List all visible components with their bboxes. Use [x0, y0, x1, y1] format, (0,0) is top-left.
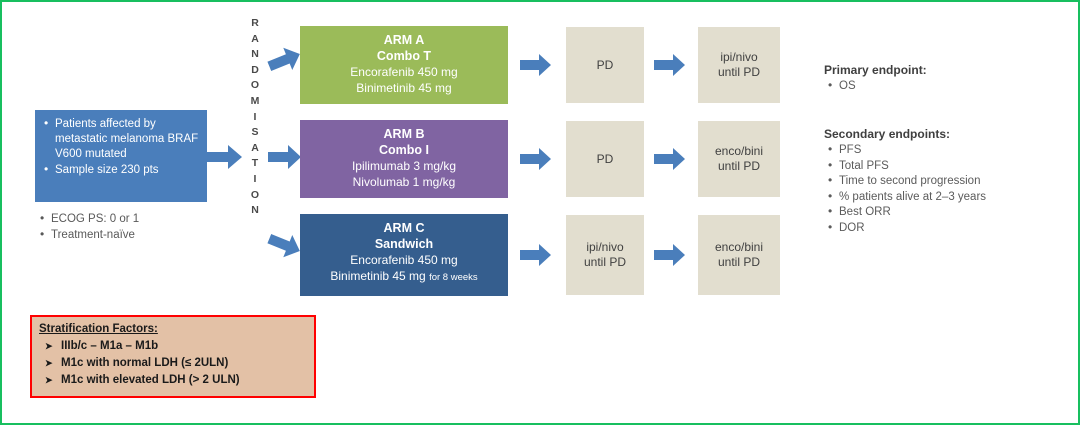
criteria-item: Treatment-naïve	[40, 226, 225, 243]
secondary-endpoint-item: DOR	[828, 220, 1064, 237]
rand-letter: R	[251, 17, 259, 29]
arm-c-drug-2-line: Binimetinib 45 mg for 8 weeks	[300, 268, 508, 286]
treatment-arm-c: ARM C Sandwich Encorafenib 450 mg Binime…	[300, 214, 508, 296]
arrow-arm-b-to-stage-1	[520, 147, 552, 171]
stratification-factors-box: Stratification Factors: IIIb/c – M1a – M…	[30, 315, 316, 398]
criteria-list: ECOG PS: 0 or 1 Treatment-naïve	[35, 210, 225, 243]
arrow-arm-c-to-stage-1	[520, 243, 552, 267]
rand-letter: M	[250, 94, 260, 107]
primary-endpoint-list: OS	[824, 78, 1064, 95]
patient-population-box: Patients affected by metastatic melanoma…	[35, 110, 207, 202]
stage-1-arm-c-line-2: until PD	[583, 255, 627, 269]
rand-letter: A	[251, 141, 259, 154]
primary-endpoint-section: Primary endpoint: OS	[824, 62, 1064, 95]
secondary-endpoint-item: % patients alive at 2–3 years	[828, 189, 1064, 206]
secondary-endpoint-item: Time to second progression	[828, 173, 1064, 190]
stage-1-arm-c: ipi/nivo until PD	[566, 215, 644, 295]
arrow-randomisation-to-arm-b	[268, 144, 302, 170]
secondary-endpoint-item: PFS	[828, 142, 1064, 159]
stage-2-arm-c-line-1: enco/bini	[714, 240, 764, 254]
stage-2-arm-c-block: enco/bini until PD	[715, 240, 763, 270]
stage-1-arm-c-line-1: ipi/nivo	[586, 240, 624, 254]
rand-letter: A	[251, 32, 259, 45]
arrow-stage-1-to-stage-2-arm-b	[654, 147, 686, 171]
stage-2-arm-a: ipi/nivo until PD	[698, 27, 780, 103]
treatment-arm-a: ARM A Combo T Encorafenib 450 mg Binimet…	[300, 26, 508, 104]
rand-letter: S	[251, 126, 259, 139]
secondary-endpoints-list: PFS Total PFS Time to second progression…	[824, 142, 1064, 237]
arrow-population-to-randomisation	[207, 144, 243, 170]
arm-c-drug-2-note: for 8 weeks	[429, 272, 478, 283]
arrow-stage-1-to-stage-2-arm-c	[654, 243, 686, 267]
rand-letter: O	[250, 79, 260, 92]
stage-2-arm-c: enco/bini until PD	[698, 215, 780, 295]
arm-b-drug-2: Nivolumab 1 mg/kg	[352, 175, 456, 189]
stage-1-arm-b-label: PD	[596, 151, 614, 166]
arm-c-subtitle: Sandwich	[374, 237, 434, 251]
stage-2-arm-c-line-2: until PD	[717, 255, 760, 269]
stage-2-arm-b: enco/bini until PD	[698, 121, 780, 197]
rand-letter: I	[253, 110, 257, 123]
stratification-item: M1c with elevated LDH (> 2 ULN)	[45, 372, 308, 389]
population-list: Patients affected by metastatic melanoma…	[39, 116, 201, 178]
stratification-item: IIIb/c – M1a – M1b	[45, 338, 308, 355]
stage-1-arm-a-label: PD	[596, 57, 614, 72]
rand-letter: D	[251, 63, 259, 76]
randomisation-label: R A N D O M I S A T I O N	[246, 16, 264, 219]
arm-b-subtitle: Combo I	[379, 143, 429, 157]
stratification-title: Stratification Factors:	[39, 323, 158, 335]
stage-2-arm-b-line-1: enco/bini	[714, 144, 764, 158]
stage-2-arm-a-line-2: until PD	[717, 65, 761, 79]
arm-b-title: ARM B	[383, 127, 425, 141]
stage-1-arm-c-block: ipi/nivo until PD	[584, 240, 626, 270]
secondary-endpoints-section: Secondary endpoints: PFS Total PFS Time …	[824, 126, 1064, 237]
arrow-randomisation-to-arm-c	[267, 230, 302, 260]
primary-endpoint-item: OS	[828, 78, 1064, 95]
rand-letter: N	[251, 48, 259, 61]
arm-a-subtitle: Combo T	[376, 49, 432, 63]
arm-a-drug-1: Encorafenib 450 mg	[350, 65, 458, 79]
arm-a-title: ARM A	[383, 33, 425, 47]
rand-letter: I	[253, 172, 257, 185]
arrow-stage-1-to-stage-2-arm-a	[654, 53, 686, 77]
stage-2-arm-b-line-2: until PD	[717, 159, 760, 173]
rand-letter: T	[251, 157, 259, 170]
treatment-arm-b: ARM B Combo I Ipilimumab 3 mg/kg Nivolum…	[300, 120, 508, 198]
criteria-item: ECOG PS: 0 or 1	[40, 210, 225, 227]
arm-c-drug-1: Encorafenib 450 mg	[350, 253, 458, 267]
arm-c-drug-2: Binimetinib 45 mg	[330, 269, 426, 283]
stage-1-arm-a: PD	[566, 27, 644, 103]
secondary-endpoint-item: Best ORR	[828, 204, 1064, 221]
secondary-endpoint-item: Total PFS	[828, 158, 1064, 175]
arm-c-title: ARM C	[383, 221, 425, 235]
secondary-endpoints-title: Secondary endpoints:	[824, 127, 951, 141]
stage-1-arm-b: PD	[566, 121, 644, 197]
arrow-randomisation-to-arm-a	[267, 45, 302, 75]
stratification-list: IIIb/c – M1a – M1b M1c with normal LDH (…	[39, 338, 308, 389]
population-item: Patients affected by metastatic melanoma…	[44, 116, 201, 162]
population-item: Sample size 230 pts	[44, 162, 201, 178]
primary-endpoint-title: Primary endpoint:	[824, 63, 927, 77]
rand-letter: N	[251, 204, 259, 217]
arrow-arm-a-to-stage-1	[520, 53, 552, 77]
stage-2-arm-b-block: enco/bini until PD	[715, 144, 763, 174]
arm-a-drug-2: Binimetinib 45 mg	[356, 81, 452, 95]
rand-letter: O	[250, 188, 260, 201]
arm-b-drug-1: Ipilimumab 3 mg/kg	[351, 159, 457, 173]
stage-2-arm-a-line-1: ipi/nivo	[720, 50, 758, 64]
stratification-item: M1c with normal LDH (≤ 2ULN)	[45, 355, 308, 372]
stage-2-arm-a-block: ipi/nivo until PD	[718, 50, 760, 80]
patient-criteria-list: ECOG PS: 0 or 1 Treatment-naïve	[35, 210, 225, 243]
